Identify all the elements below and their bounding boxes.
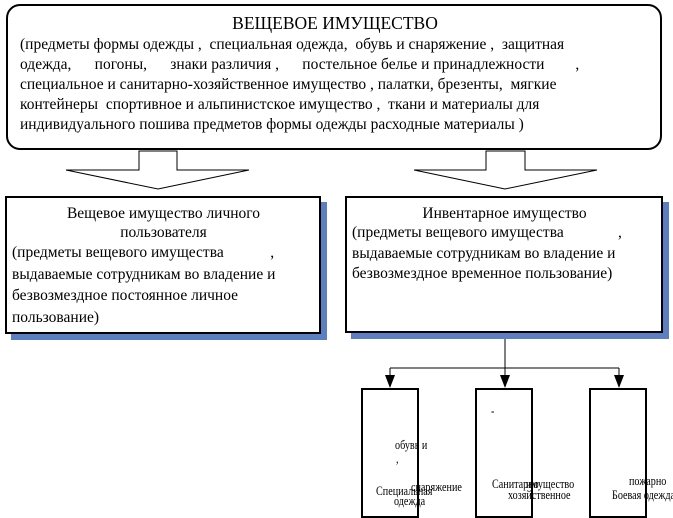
top-line: специальное и санитарно-хозяйственное им… [20,76,557,93]
category1-label: обувь и [395,437,428,452]
personal-box-shadow [11,334,327,340]
top-title: ВЕЩЕВОЕ ИМУЩЕСТВО [232,13,438,33]
category2-label: имущество [526,476,575,491]
arrowhead-1 [385,375,395,388]
personal-title-line: пользователя [120,224,207,241]
personal-title-line: Вещевое имущество личного [66,205,261,222]
arrowhead-3 [614,375,624,388]
personal-property-box: Вещевое имущество личного пользователя (… [5,196,321,334]
arrowhead-2 [500,375,510,388]
personal-box-shadow [321,202,327,340]
category2-label: Санитарно [492,476,539,491]
inventory-title: Инвентарное имущество [422,205,587,222]
inventory-property-box: Инвентарное имущество (предметы вещевого… [345,196,663,333]
inventory-box-shadow [351,333,669,339]
hollow-arrow-left [65,150,250,190]
inventory-description: (предметы вещевого имущества , выдаваемы… [352,223,657,285]
personal-line: пользование) [12,308,100,326]
top-line: индивидуального пошива предметов формы о… [20,116,524,133]
top-box: ВЕЩЕВОЕ ИМУЩЕСТВО (предметы формы одежды… [6,4,662,150]
hollow-arrow-right [413,150,598,190]
category2-label: хозяйственное [508,487,571,502]
personal-line: выдаваемые сотрудникам во владение и [12,265,276,283]
category1-label: , [396,451,399,466]
category1-label: Специальная [376,483,433,498]
inventory-line: безвозмездное временное пользование) [352,265,613,282]
inventory-box-shadow [663,202,669,339]
personal-line: безвозмездное постоянное личное [12,287,239,304]
inventory-line: (предметы вещевого имущества , [352,224,622,241]
category-box-sanitary [475,388,533,518]
top-line: контейнеры спортивное и альпинистское им… [20,96,540,113]
personal-line: (предметы вещевого имущества , [12,244,275,261]
category3-label: пожарно [629,473,667,488]
category3-label: Боевая одежда [612,487,673,502]
category-box-combat-clothing [589,388,647,518]
top-line: одежда, погоны, знаки различия , постель… [20,56,580,73]
category1-label: одежда [394,493,426,508]
category1-label: снаряжение [411,479,462,494]
category2-label: - [491,403,495,418]
top-line: (предметы формы одежды , специальная оде… [20,36,565,53]
category-box-special-clothing [361,388,419,518]
top-description: (предметы формы одежды , специальная оде… [20,35,650,135]
inventory-line: выдаваемые сотрудникам во владение и [352,244,616,262]
personal-description: (предметы вещевого имущества , выдаваемы… [12,242,315,328]
